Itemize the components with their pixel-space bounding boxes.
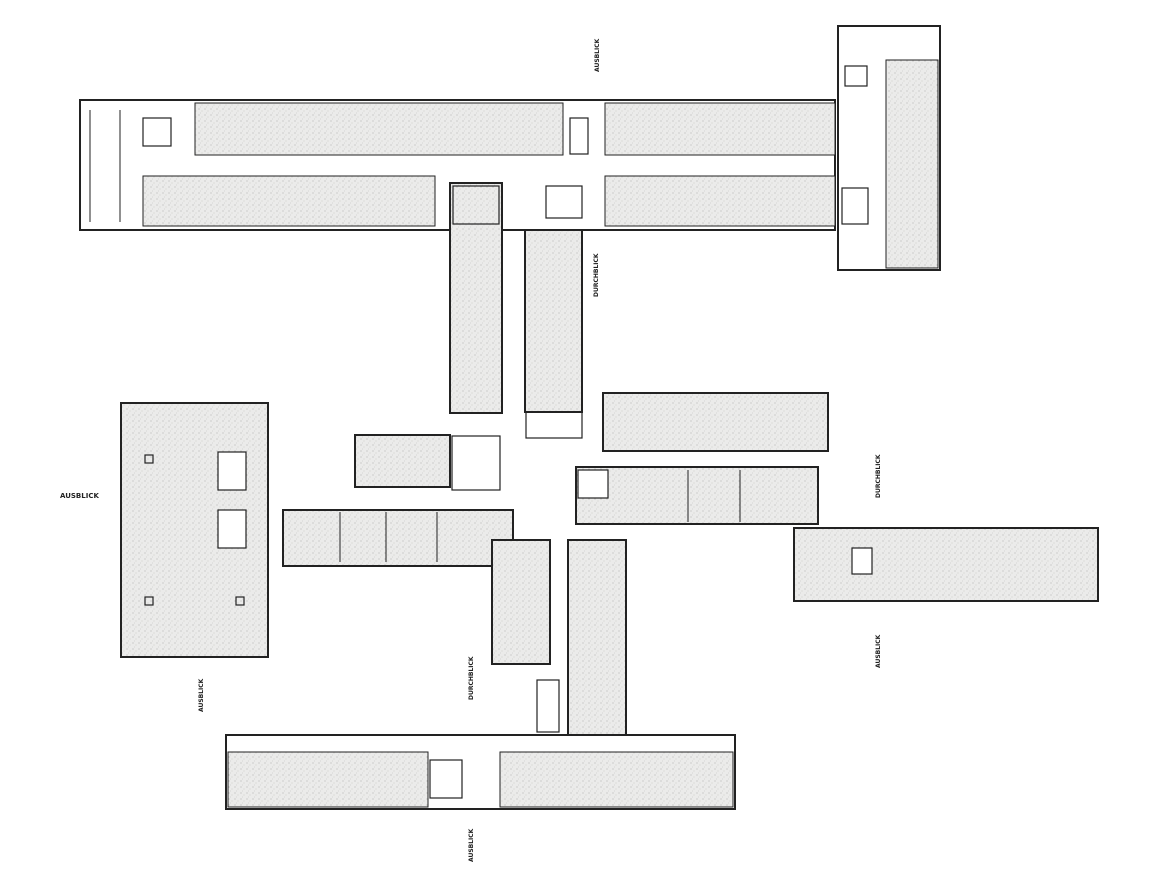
label-ausblick-south: AUSBLICK [468,828,475,862]
central-north-room [354,434,451,488]
south-blocks [491,539,627,736]
label-ausblick-west: AUSBLICK [60,492,99,500]
north-wing-room-upper-right [604,102,836,156]
far-east-wing-outline [793,527,1099,602]
north-wing-room-lower-left [142,175,436,227]
direction-labels: AUSBLICK AUSBLICK AUSBLICK AUSBLICK AUSB… [60,38,882,862]
label-durchblick-east: DURCHBLICK [875,454,882,498]
east-stair [577,469,609,499]
label-ausblick-north: AUSBLICK [594,38,601,72]
south-stair [536,679,560,733]
label-ausblick-southwest: AUSBLICK [198,678,205,712]
south-wing-room-west [227,751,429,808]
central-stair-south [525,411,583,439]
central-stair-north [452,185,500,225]
south-wing [225,734,736,810]
north-wing [79,99,836,231]
south-east-block [567,539,627,736]
west-hall-stair [217,451,247,491]
central-link [449,182,583,439]
east-upper-wing [602,392,829,452]
central-stair-mid [545,185,583,219]
south-wing-stair [429,759,463,799]
west-hall [120,402,269,658]
south-wing-room-east [499,751,734,808]
south-west-block [491,539,551,665]
far-east-wing-stair [851,547,873,575]
north-wing-stair-left [142,117,172,147]
northeast-tower-stair-lower [841,187,869,225]
west-hall-core [217,509,247,549]
label-durchblick-center: DURCHBLICK [593,253,600,297]
northeast-tower-stair-upper [844,65,868,87]
south-wing-outline [225,734,736,810]
central-east-block [524,229,583,413]
east-wings [575,392,829,525]
central-south-room [282,509,514,567]
northeast-tower-outline [837,25,941,271]
central-block [282,434,514,567]
northeast-tower [837,25,941,271]
northeast-tower-room [885,59,939,269]
north-wing-stair-mid [569,117,589,155]
central-west-block [449,182,503,414]
far-east-wing [793,527,1099,602]
north-wing-room-upper-left [194,102,564,156]
label-ausblick-east: AUSBLICK [875,634,882,668]
east-lower-wing [575,466,819,525]
label-durchblick-south: DURCHBLICK [468,656,475,700]
north-wing-room-lower-right [604,175,836,227]
central-stair-block [451,435,501,491]
